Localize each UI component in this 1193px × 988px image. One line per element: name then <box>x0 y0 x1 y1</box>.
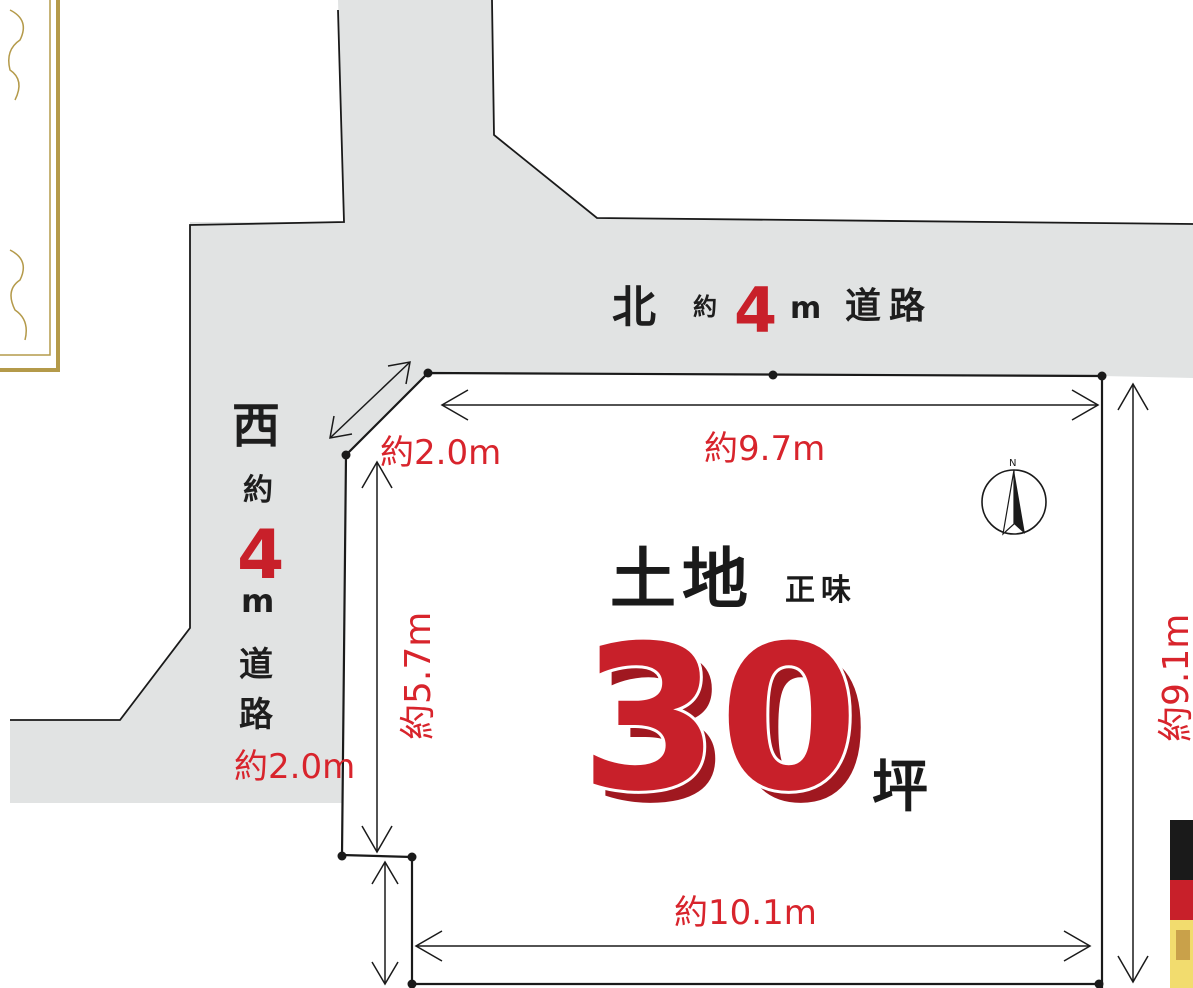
north-road-width: 4 <box>734 274 777 347</box>
west-road-width: 4 <box>237 516 284 595</box>
dimension-arrows <box>329 361 1149 986</box>
land-area-unit: 坪 <box>872 755 928 820</box>
edge-sign <box>1170 820 1193 988</box>
west-direction: 西 <box>232 398 280 454</box>
north-approx: 約 <box>693 293 717 321</box>
road-edge <box>491 0 1193 225</box>
dim-top: 約9.7m <box>704 429 825 469</box>
land-area-shadow: 30 <box>592 615 870 848</box>
north-road-unit: m <box>790 291 821 326</box>
compass-north-letter: N <box>1009 458 1016 469</box>
dim-left: 約5.7m <box>398 612 439 740</box>
north-road-label: 北 約 4 m 道路 <box>612 274 933 347</box>
west-approx: 約 <box>243 473 273 508</box>
dim-corner-bottom: 約2.0m <box>234 747 355 787</box>
dim-right: 約9.1m <box>1156 614 1193 742</box>
land-area-value: 30 <box>580 603 858 836</box>
road-edge <box>10 9 345 721</box>
compass-icon: N <box>981 458 1047 536</box>
land-label: 土地 <box>610 541 754 618</box>
land-sub-label: 正味 <box>785 573 857 608</box>
road-area <box>10 0 1193 803</box>
west-road-label: 西 約 4 m 道 路 <box>232 398 284 735</box>
north-direction: 北 <box>612 282 656 333</box>
north-road-name: 道路 <box>845 286 933 327</box>
dim-corner-top: 約2.0m <box>380 433 501 473</box>
west-road-name-1: 道 <box>239 645 273 685</box>
west-road-unit: m <box>241 582 274 620</box>
dim-bottom: 約10.1m <box>674 893 817 933</box>
land-area-callout: 土地 正味 30 30 坪 <box>577 541 928 848</box>
west-road-name-2: 路 <box>239 695 274 735</box>
decorative-frame <box>0 0 60 372</box>
boundary-markers <box>337 368 1107 988</box>
